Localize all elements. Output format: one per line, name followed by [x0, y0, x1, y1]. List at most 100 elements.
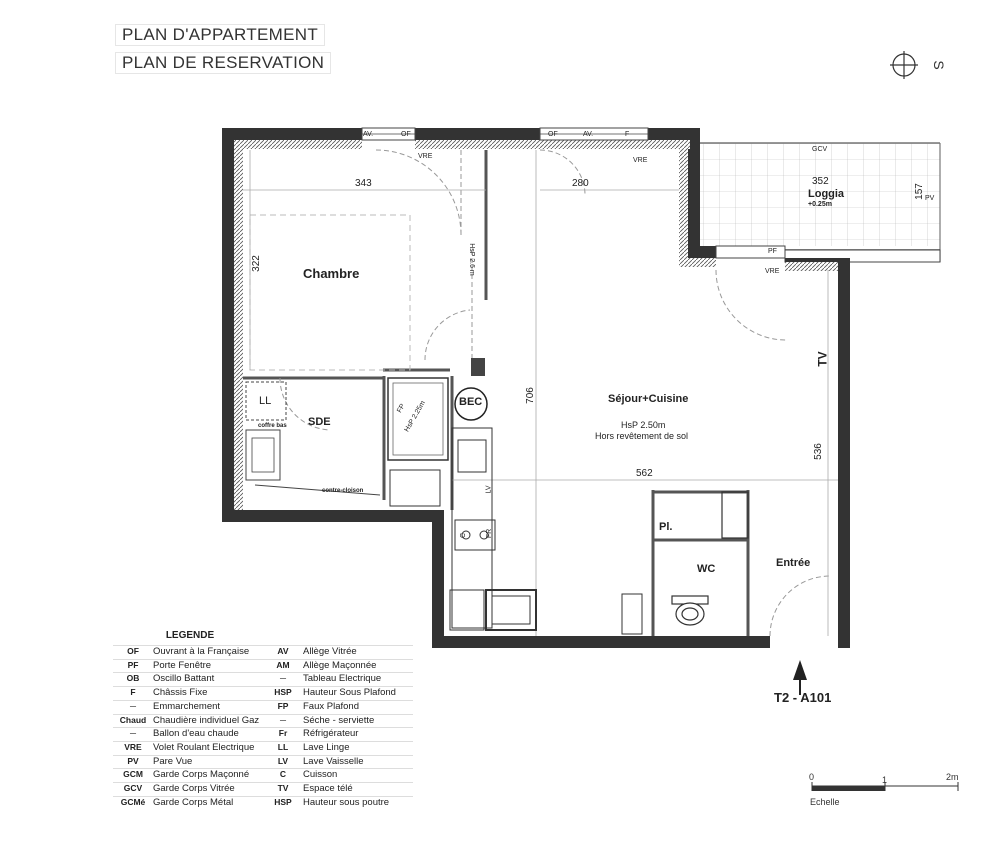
contre-cloison-label: contre-cloison	[322, 488, 364, 494]
fr-label: FR	[486, 528, 494, 539]
legend-row-divider	[113, 699, 263, 701]
scale-label: Echelle	[810, 797, 840, 807]
legend-label: Lave Vaisselle	[303, 755, 364, 767]
lv-label: LV	[485, 485, 493, 494]
legend-row-divider	[263, 754, 413, 756]
step-icon: ─	[129, 700, 137, 711]
room-label-entree: Entrée	[776, 557, 811, 569]
legend-code: GCM	[123, 769, 143, 780]
kitchen-counter	[389, 427, 537, 631]
ll-label: LL	[259, 395, 272, 407]
dim-chambre-height: 322	[250, 255, 262, 272]
legend-code: AV	[277, 646, 289, 656]
legend-row-divider	[113, 754, 263, 756]
legend-row-divider	[263, 713, 413, 715]
legend-label: Garde Corps Métal	[153, 796, 234, 808]
legend-row-divider	[113, 686, 263, 688]
loggia-label-gcv: GCV	[812, 146, 828, 153]
washing-machine	[245, 381, 287, 421]
placard-unit	[721, 491, 749, 539]
legend-row-divider	[263, 686, 413, 688]
c-label: C	[460, 532, 468, 539]
legend-row-divider	[113, 782, 263, 783]
dim-chambre-width: 343	[355, 178, 372, 189]
legend-code: PF	[127, 659, 139, 670]
legend-row-divider	[113, 645, 263, 646]
beam-hsp-label: HsP 2.6 m	[467, 243, 475, 276]
legend-label: Lave Linge	[303, 741, 350, 753]
legend-label: Oscillo Battant	[153, 673, 215, 685]
legend-label: Séche - serviette	[303, 714, 375, 726]
legend-row-divider	[263, 672, 413, 674]
window-chambre	[361, 127, 416, 141]
insulation-lining	[234, 140, 838, 510]
legend-code: TV	[277, 783, 289, 793]
compass-label: S	[931, 60, 947, 69]
legend-code: GCV	[123, 783, 143, 793]
legend-label: Réfrigérateur	[303, 728, 359, 740]
window-label-vre-2: VRE	[633, 157, 648, 164]
coffre-bas-label: coffre bas	[258, 423, 287, 429]
plan-title-line2: PLAN DE RESERVATION	[115, 52, 332, 74]
plan-title-line1: PLAN D'APPARTEMENT	[115, 24, 326, 46]
window-loggia-door	[715, 245, 786, 259]
legend-label: Ouvrant à la Française	[153, 646, 250, 657]
legend-row-divider	[263, 795, 413, 797]
legend-label: Garde Corps Vitrée	[153, 783, 235, 794]
legend-label: Garde Corps Maçonné	[153, 769, 250, 781]
legend-label: Tableau Electrique	[303, 673, 382, 685]
water-heater-icon	[454, 387, 488, 421]
legend-row-divider	[113, 740, 263, 742]
dim-loggia-depth: 157	[913, 183, 925, 200]
loggia-label-pv: PV	[925, 195, 935, 202]
legend-label: Allège Vitrée	[303, 646, 357, 657]
entry-arrow-icon	[793, 660, 807, 680]
bed-outline	[249, 214, 411, 371]
dim-right-height: 536	[812, 443, 824, 460]
legend-code: AM	[276, 659, 290, 670]
room-label-sejour: Séjour+Cuisine	[608, 393, 689, 405]
sejour-note: Hors revêtement de sol	[595, 431, 689, 441]
legend-row-divider	[113, 795, 263, 797]
dim-loggia-width: 352	[812, 176, 829, 187]
dim-sejour-width: 562	[636, 468, 653, 479]
room-label-sde: SDE	[308, 416, 331, 428]
legend-row-divider	[263, 727, 413, 729]
legend-label: Volet Roulant Electrique	[153, 741, 255, 753]
legend-label: Ballon d'eau chaude	[153, 728, 239, 740]
legend-row-divider	[113, 713, 263, 715]
legend-label: Porte Fenêtre	[153, 659, 212, 671]
toilet	[671, 595, 709, 626]
duct-shaft	[471, 358, 485, 376]
legend-label: Hauteur Sous Plafond	[303, 687, 396, 699]
window-label-pf: PF	[768, 248, 777, 255]
legend-label: Espace télé	[303, 783, 353, 794]
loggia-level: +0.25m	[808, 201, 832, 208]
contre-cloison-line	[254, 484, 381, 496]
legend-label: Châssis Fixe	[153, 687, 208, 699]
room-label-loggia: Loggia	[808, 188, 845, 200]
legend-code: LV	[277, 755, 289, 766]
legend-code: Chaud	[119, 714, 147, 725]
legend-row-divider	[263, 699, 413, 701]
legend-row-divider	[263, 658, 413, 660]
window-sejour	[539, 127, 649, 141]
legend-code: FP	[277, 700, 289, 711]
legend-label: Emmarchement	[153, 700, 221, 712]
legend-code: LL	[277, 741, 289, 752]
legend-label: Hauteur sous poutre	[303, 796, 390, 808]
legend-code: GCMé	[120, 796, 146, 807]
legend-label: Allège Maçonnée	[303, 659, 377, 671]
window-label-of-1: OF	[401, 131, 411, 138]
tv-label: TV	[815, 351, 830, 367]
room-label-chambre: Chambre	[303, 266, 360, 281]
legend-row-divider	[263, 782, 413, 783]
legend-label: Faux Plafond	[303, 700, 359, 712]
door-swings	[279, 149, 831, 637]
scale-bar	[811, 782, 959, 791]
towel-dryer-icon: ─	[279, 714, 287, 725]
legend-code: C	[279, 769, 287, 780]
shower-tray	[387, 377, 449, 461]
legend-code: VRE	[124, 741, 142, 752]
